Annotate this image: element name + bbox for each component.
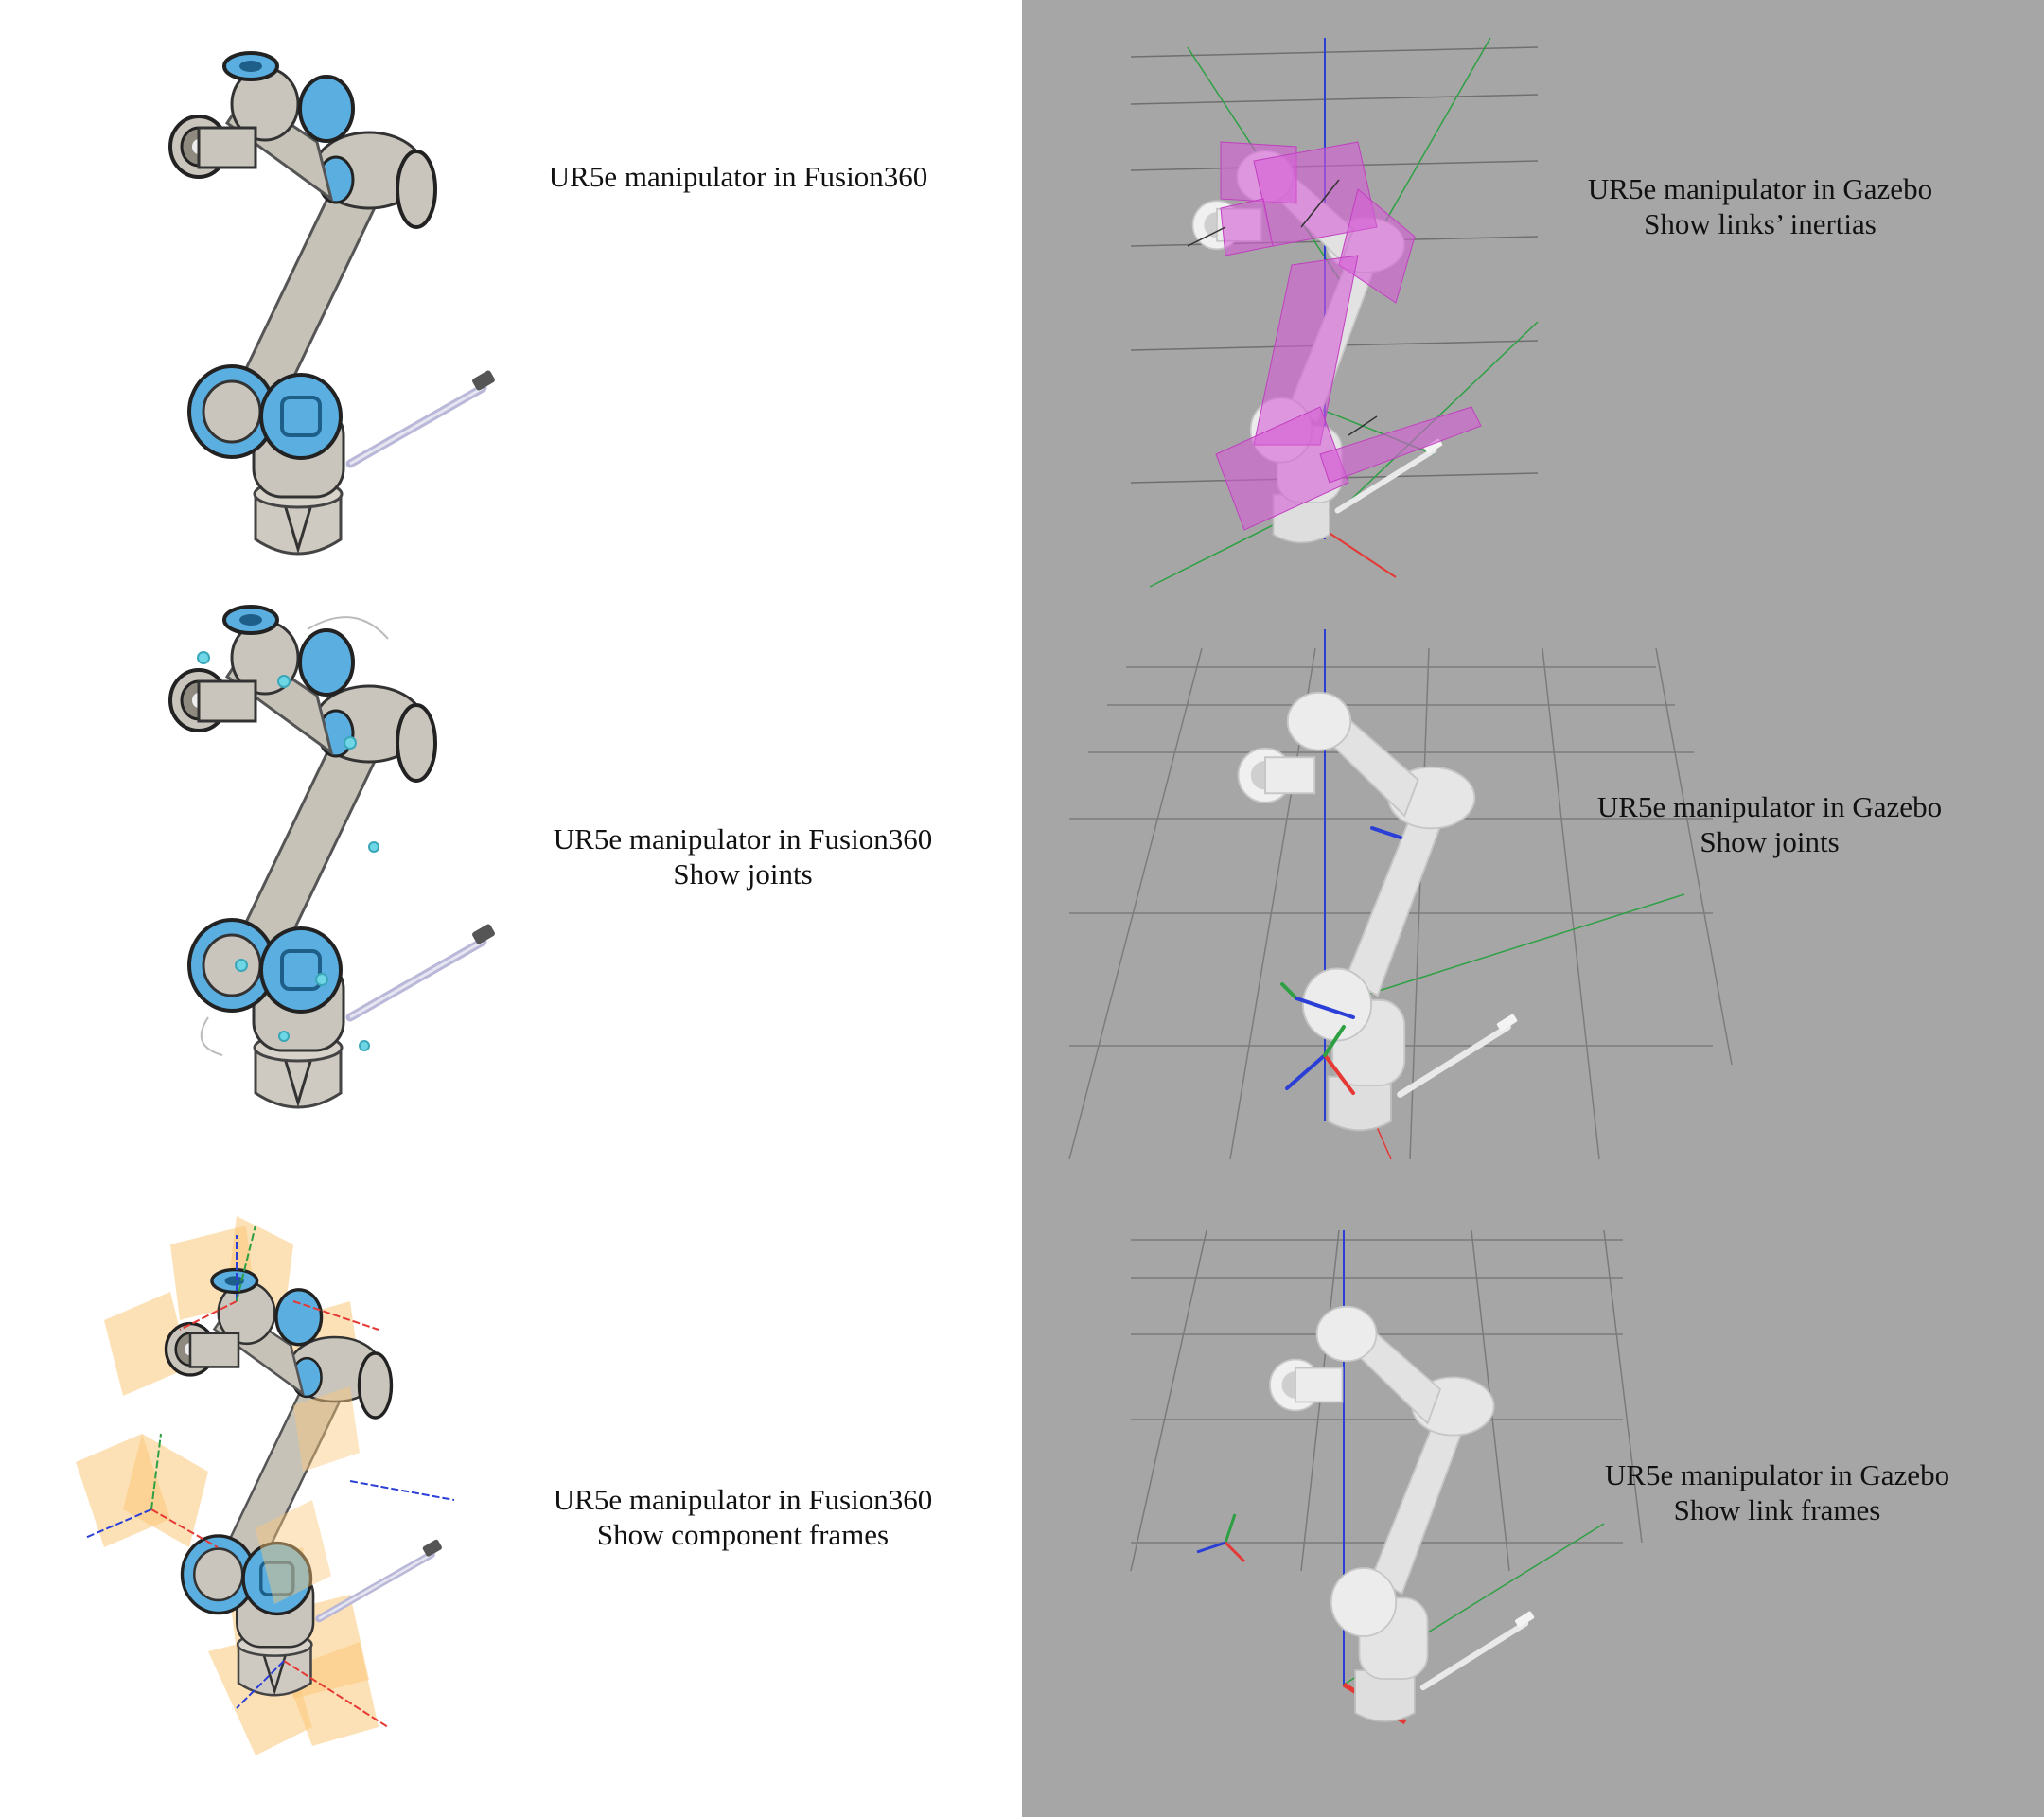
caption-gazebo-joints: UR5e manipulator in Gazebo Show joints (1571, 789, 1968, 859)
world-frame (1196, 1513, 1246, 1563)
joint-axes (1280, 826, 1402, 1095)
caption-line-1: UR5e manipulator in Fusion360 (553, 1483, 933, 1516)
caption-fusion-plain: UR5e manipulator in Fusion360 (539, 159, 937, 194)
caption-line-1: UR5e manipulator in Gazebo (1587, 172, 1933, 205)
gazebo-frames-view (1130, 1229, 1643, 1741)
caption-line-2: Show component frames (596, 1518, 890, 1551)
gazebo-inertia-view (1130, 37, 1539, 588)
caption-gazebo-inertia: UR5e manipulator in Gazebo Show links’ i… (1561, 171, 1959, 241)
fusion-robot-joints (132, 601, 511, 1112)
caption-line-2: Show links’ inertias (1644, 207, 1877, 240)
fusion-robot-plain (132, 47, 511, 549)
caption-line-1: UR5e manipulator in Gazebo (1604, 1458, 1950, 1491)
caption-line-1: UR5e manipulator in Fusion360 (553, 822, 933, 856)
gazebo-joints-view (1068, 629, 1733, 1160)
caption-line-2: Show link frames (1673, 1493, 1881, 1526)
joint-markers (197, 651, 379, 1051)
caption-fusion-joints: UR5e manipulator in Fusion360 Show joint… (539, 821, 946, 891)
caption-fusion-frames: UR5e manipulator in Fusion360 Show compo… (539, 1482, 946, 1552)
caption-line-1: UR5e manipulator in Gazebo (1596, 790, 1943, 823)
caption-line-2: Show joints (1700, 825, 1840, 858)
caption-line-1: UR5e manipulator in Fusion360 (548, 160, 928, 193)
fusion-robot-frames (76, 1216, 455, 1755)
gazebo-panel (1022, 0, 2044, 1817)
caption-gazebo-frames: UR5e manipulator in Gazebo Show link fra… (1578, 1457, 1976, 1527)
caption-line-2: Show joints (673, 857, 813, 891)
